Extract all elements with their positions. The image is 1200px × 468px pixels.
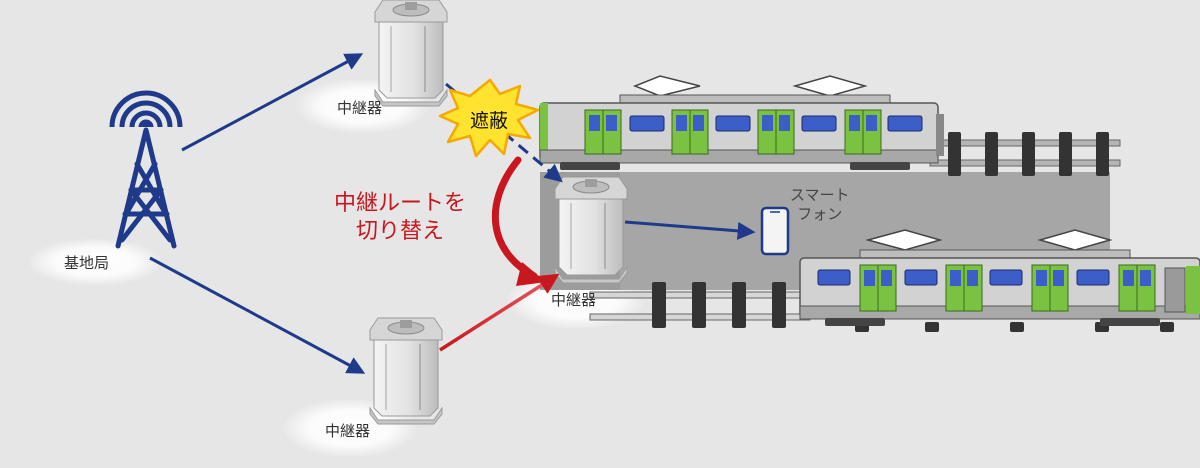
explosion-burst-icon <box>438 78 540 158</box>
smartphone-icon <box>760 206 790 256</box>
blocked-label: 遮蔽 <box>470 110 509 132</box>
link-mid-repeater-to-smartphone <box>624 220 756 240</box>
route-switch-arrow <box>491 156 546 286</box>
link-base-to-bottom-repeater <box>149 256 366 374</box>
repeater-mid-label: 中継器 <box>551 291 597 309</box>
upper-track <box>929 132 1121 176</box>
smartphone-label-line1: スマート <box>790 186 850 204</box>
repeater-top-label: 中継器 <box>337 99 383 117</box>
repeater-unit-icon-bottom <box>369 317 443 425</box>
train-icon-upper <box>539 75 944 170</box>
repeater-unit-icon-mid <box>554 176 628 284</box>
repeater-bottom-label: 中継器 <box>325 422 371 440</box>
base-station-label: 基地局 <box>64 254 110 272</box>
smartphone-label-line2: フォン <box>797 205 843 223</box>
train-icon-lower <box>799 229 1200 326</box>
radio-tower-icon <box>108 90 184 249</box>
lower-track <box>589 282 1174 332</box>
route-switch-label-line1: 中継ルートを <box>334 191 467 216</box>
link-bottom-to-mid-repeater <box>439 273 560 352</box>
smartphone-label: スマート フォン <box>790 186 850 224</box>
repeater-unit-icon-top <box>374 0 448 107</box>
route-switch-label-line2: 切り替え <box>356 219 445 244</box>
route-switch-label: 中継ルートを 切り替え <box>334 190 466 246</box>
link-base-to-top-repeater <box>181 53 364 152</box>
